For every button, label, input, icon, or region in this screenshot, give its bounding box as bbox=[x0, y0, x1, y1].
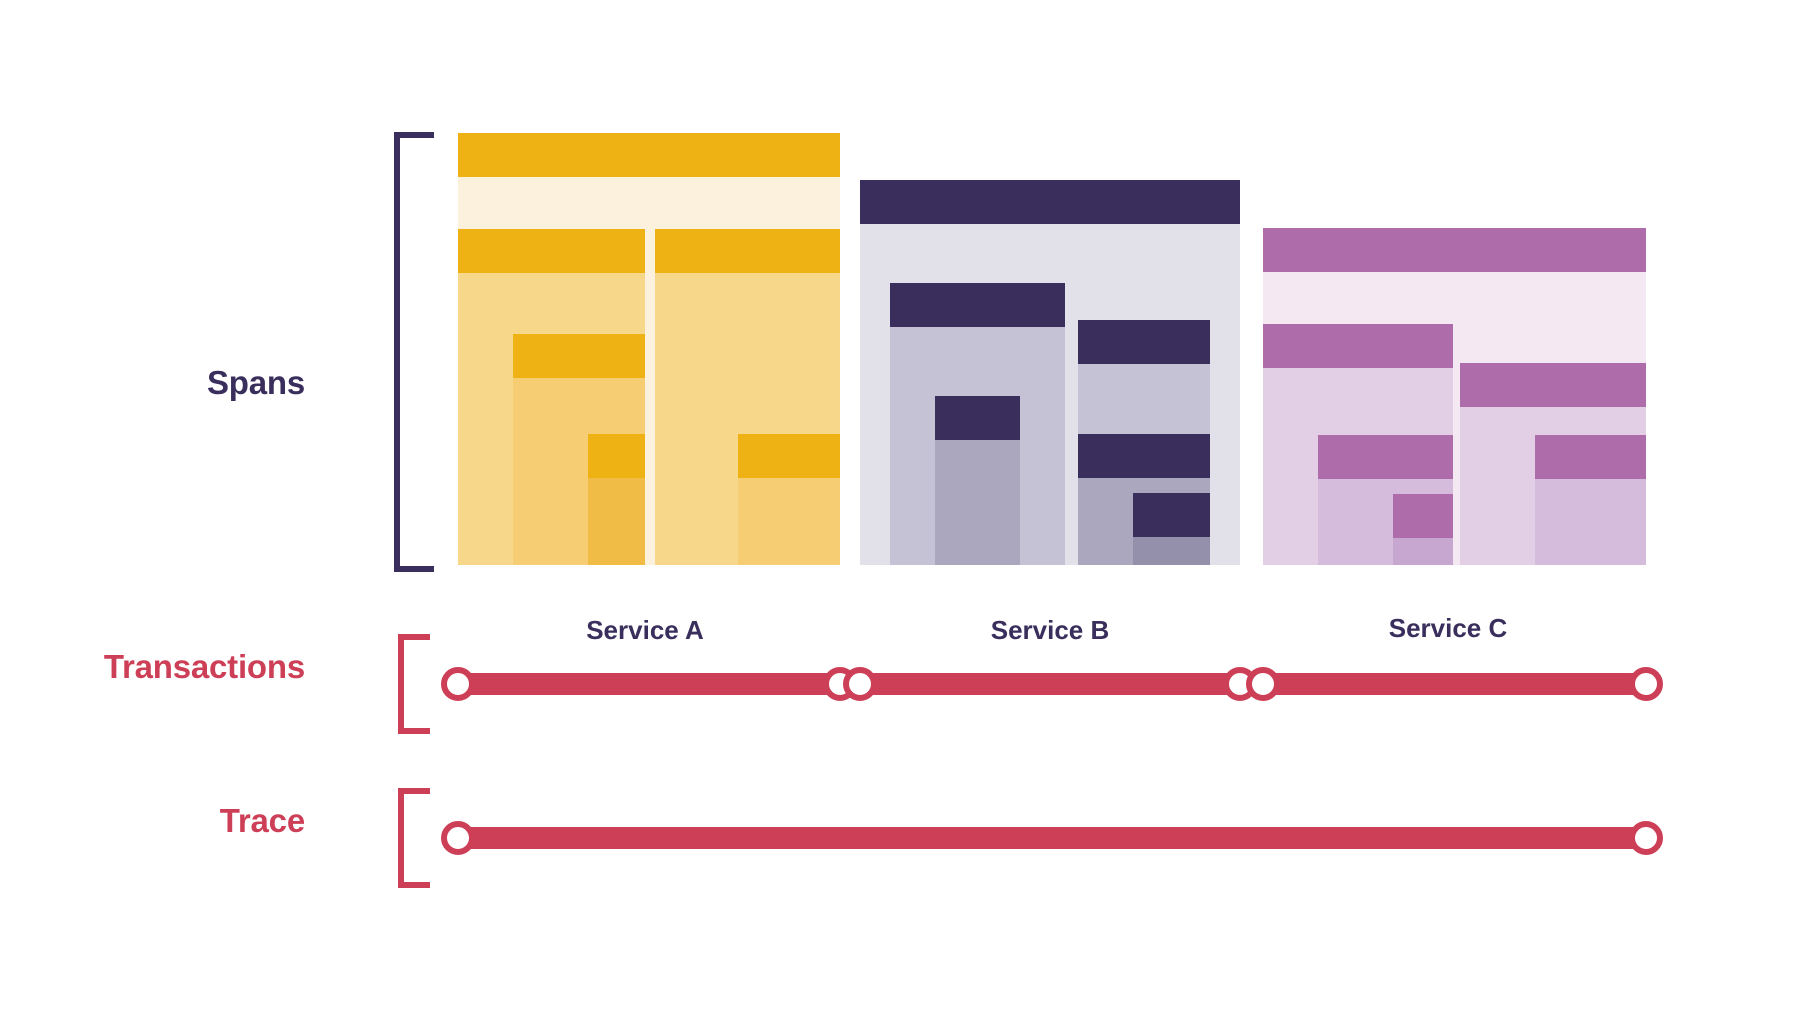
span-header-bar bbox=[1133, 493, 1210, 537]
span-header-bar bbox=[1460, 363, 1646, 407]
trace-segment[interactable] bbox=[458, 827, 1646, 849]
row-label-spans: Spans bbox=[206, 364, 305, 401]
span-header-bar bbox=[458, 229, 645, 273]
span-header-bar bbox=[890, 283, 1065, 327]
span-header-bar bbox=[738, 434, 840, 478]
span-header-bar bbox=[1318, 435, 1453, 479]
span-box-service-c-d2[interactable] bbox=[1535, 435, 1646, 565]
span-header-bar bbox=[1535, 435, 1646, 479]
span-box-service-a-d3[interactable] bbox=[588, 434, 645, 565]
span-header-bar bbox=[1078, 320, 1210, 364]
service-caption-service-c: Service C bbox=[1388, 613, 1508, 643]
transaction-segment-service-a[interactable] bbox=[458, 673, 840, 695]
span-header-bar bbox=[860, 180, 1240, 224]
trace-node-start[interactable] bbox=[441, 821, 475, 855]
span-header-bar bbox=[1078, 434, 1210, 478]
span-box-service-c-d3[interactable] bbox=[1393, 494, 1453, 565]
trace-node-end[interactable] bbox=[1629, 821, 1663, 855]
row-label-trace: Trace bbox=[219, 802, 305, 839]
span-header-bar bbox=[655, 229, 840, 273]
row-label-transactions: Transactions bbox=[103, 648, 305, 685]
span-header-bar bbox=[513, 334, 645, 378]
span-box-service-b-d2[interactable] bbox=[935, 396, 1020, 565]
span-box-service-b-d3[interactable] bbox=[1133, 493, 1210, 565]
transaction-node-start-service-a[interactable] bbox=[441, 667, 475, 701]
transaction-node-end-service-c[interactable] bbox=[1629, 667, 1663, 701]
span-header-bar bbox=[1263, 228, 1646, 272]
transaction-node-start-service-c[interactable] bbox=[1246, 667, 1280, 701]
span-header-bar bbox=[588, 434, 645, 478]
span-header-bar bbox=[1393, 494, 1453, 538]
spans-bracket bbox=[394, 132, 434, 572]
span-header-bar bbox=[1263, 324, 1453, 368]
span-header-bar bbox=[935, 396, 1020, 440]
transaction-segment-service-b[interactable] bbox=[860, 673, 1240, 695]
transactions-bracket bbox=[398, 634, 430, 734]
transaction-segment-service-c[interactable] bbox=[1263, 673, 1646, 695]
transaction-node-start-service-b[interactable] bbox=[843, 667, 877, 701]
span-header-bar bbox=[458, 133, 840, 177]
service-caption-service-a: Service A bbox=[586, 615, 704, 645]
span-box-service-a-d2[interactable] bbox=[738, 434, 840, 565]
trace-bracket bbox=[398, 788, 430, 888]
service-caption-service-b: Service B bbox=[990, 615, 1110, 645]
